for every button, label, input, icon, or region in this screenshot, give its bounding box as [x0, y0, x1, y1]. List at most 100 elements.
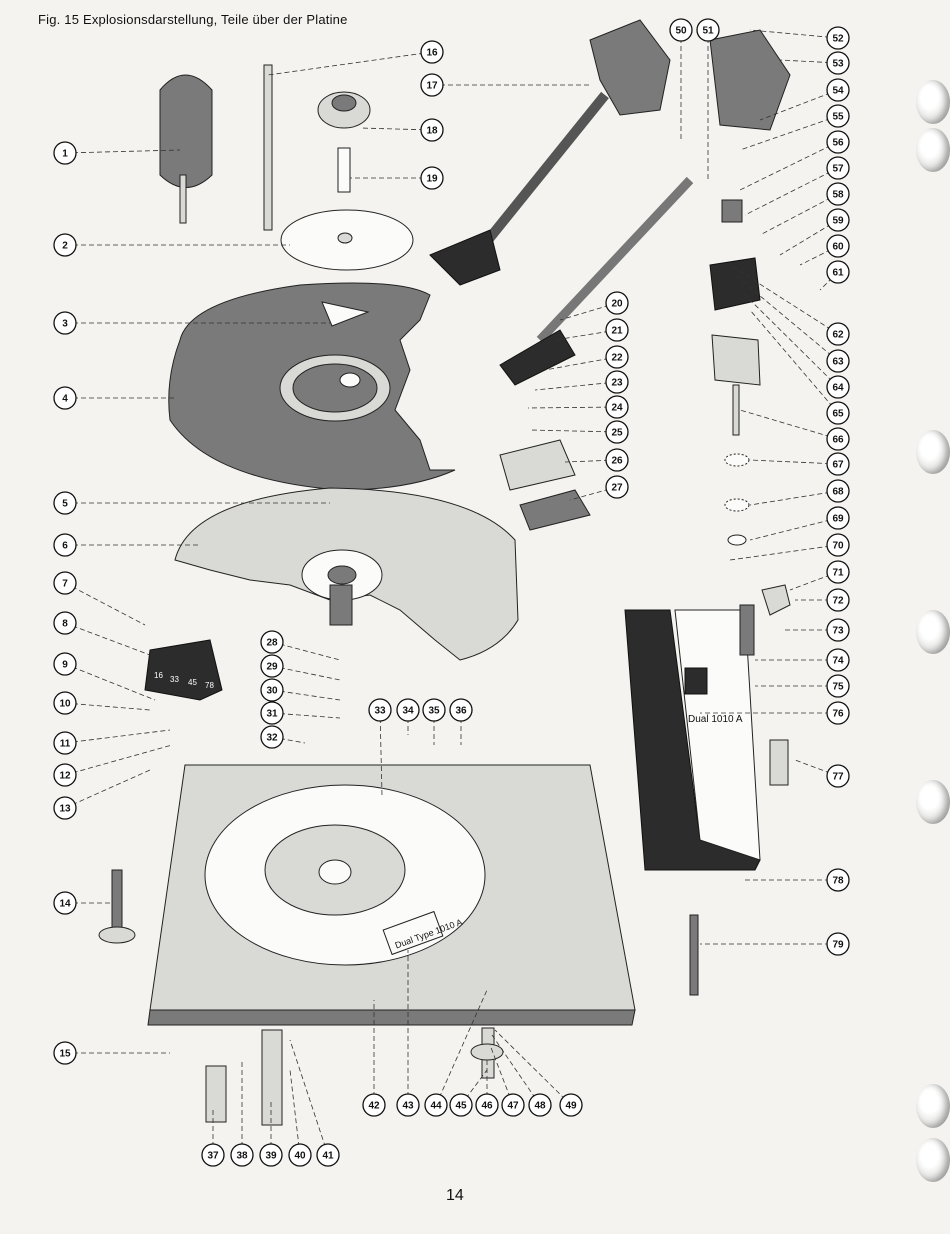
- callout-number: 61: [832, 268, 844, 279]
- callout-32: 32: [260, 725, 284, 749]
- leader-line-57: [744, 167, 839, 216]
- callout-circle: [420, 166, 444, 190]
- callout-number: 68: [832, 487, 844, 498]
- callout-number: 54: [832, 86, 844, 97]
- callout-circle: [826, 506, 850, 530]
- callout-number: 65: [832, 409, 844, 420]
- callout-6: 6: [53, 533, 77, 557]
- callout-circle: [420, 73, 444, 97]
- callout-number: 34: [402, 706, 414, 717]
- callout-number: 44: [430, 1101, 442, 1112]
- callout-69: 69: [826, 506, 850, 530]
- callout-number: 42: [368, 1101, 380, 1112]
- callout-9: 9: [53, 652, 77, 676]
- callout-30: 30: [260, 678, 284, 702]
- callout-circle: [826, 560, 850, 584]
- callout-circle: [424, 1093, 448, 1117]
- leader-line-45: [460, 1069, 488, 1106]
- callout-circle: [826, 375, 850, 399]
- callout-number: 69: [832, 514, 844, 525]
- callout-circle: [53, 652, 77, 676]
- callout-20: 20: [605, 291, 629, 315]
- callout-21: 21: [605, 318, 629, 342]
- svg-text:16: 16: [154, 671, 163, 680]
- callout-circle: [826, 764, 850, 788]
- callout-34: 34: [396, 698, 420, 722]
- callout-number: 27: [611, 483, 623, 494]
- callout-number: 32: [266, 733, 278, 744]
- callout-11: 11: [53, 731, 77, 755]
- callout-circle: [826, 78, 850, 102]
- callout-circle: [260, 678, 284, 702]
- callout-78: 78: [826, 868, 850, 892]
- callout-number: 50: [675, 26, 687, 37]
- callout-circle: [826, 674, 850, 698]
- binder-hole: [916, 80, 950, 124]
- callout-51: 51: [696, 18, 720, 42]
- callout-number: 38: [236, 1151, 248, 1162]
- callout-circle: [475, 1093, 499, 1117]
- leader-line-32: [271, 736, 306, 744]
- leader-line-10: [64, 702, 151, 711]
- callout-circle: [605, 475, 629, 499]
- callout-25: 25: [605, 420, 629, 444]
- callout-39: 39: [259, 1143, 283, 1167]
- callout-number: 4: [62, 394, 68, 405]
- callout-number: 78: [832, 876, 844, 887]
- callout-circle: [501, 1093, 525, 1117]
- callout-10: 10: [53, 691, 77, 715]
- callout-76: 76: [826, 701, 850, 725]
- callout-number: 46: [481, 1101, 493, 1112]
- binder-hole: [916, 780, 950, 824]
- callout-circle: [53, 571, 77, 595]
- callout-17: 17: [420, 73, 444, 97]
- callout-circle: [230, 1143, 254, 1167]
- callout-62: 62: [826, 322, 850, 346]
- callout-67: 67: [826, 452, 850, 476]
- callout-circle: [826, 533, 850, 557]
- callout-circle: [826, 427, 850, 451]
- leader-line-56: [739, 141, 839, 191]
- callout-circle: [826, 51, 850, 75]
- leader-line-28: [271, 641, 341, 661]
- callout-1: 1: [53, 141, 77, 165]
- callout-circle: [53, 691, 77, 715]
- callout-number: 35: [428, 706, 440, 717]
- leader-line-48: [491, 1034, 541, 1106]
- callout-number: 57: [832, 164, 844, 175]
- callout-circle: [605, 318, 629, 342]
- callout-79: 79: [826, 932, 850, 956]
- callout-24: 24: [605, 395, 629, 419]
- callout-number: 72: [832, 596, 844, 607]
- callout-74: 74: [826, 648, 850, 672]
- callout-number: 59: [832, 216, 844, 227]
- callout-43: 43: [396, 1093, 420, 1117]
- callout-circle: [826, 618, 850, 642]
- leader-line-8: [64, 622, 151, 656]
- callout-number: 56: [832, 138, 844, 149]
- svg-text:Dual 1010 A: Dual 1010 A: [688, 714, 743, 725]
- callout-number: 16: [426, 48, 438, 59]
- callout-circle: [605, 420, 629, 444]
- callout-circle: [260, 654, 284, 678]
- callout-circle: [396, 698, 420, 722]
- callout-number: 9: [62, 660, 68, 671]
- leader-line-41: [289, 1039, 329, 1156]
- callout-68: 68: [826, 479, 850, 503]
- callout-circle: [260, 725, 284, 749]
- leader-line-65: [749, 309, 839, 414]
- callout-number: 24: [611, 403, 623, 414]
- binder-hole: [916, 1138, 950, 1182]
- callout-circle: [316, 1143, 340, 1167]
- callout-number: 12: [59, 771, 71, 782]
- callout-number: 29: [266, 662, 278, 673]
- callout-number: 79: [832, 940, 844, 951]
- small-parts-right: [689, 199, 791, 996]
- callout-49: 49: [559, 1093, 583, 1117]
- cartridge-slides: [499, 439, 591, 531]
- leader-line-54: [759, 89, 839, 121]
- callout-markers: 1234567891011121314151617181920212223242…: [53, 18, 850, 1167]
- callout-number: 33: [374, 706, 386, 717]
- leader-line-44: [435, 989, 488, 1106]
- callout-42: 42: [362, 1093, 386, 1117]
